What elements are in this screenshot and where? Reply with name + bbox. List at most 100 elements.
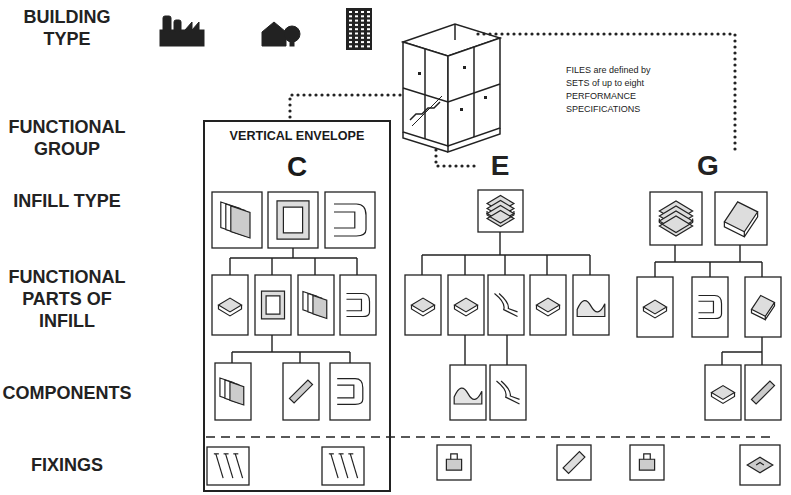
- icon-stroke: [751, 381, 774, 404]
- icon-stroke: [266, 296, 280, 314]
- tower-icon: [346, 8, 372, 50]
- factory-icon: [160, 16, 204, 46]
- window-mark: [355, 24, 358, 26]
- window-mark: [361, 28, 364, 30]
- row-label: INFILL TYPE: [0, 190, 134, 212]
- row-label: FIXINGS: [0, 454, 134, 476]
- row-label: BUILDING TYPE: [0, 6, 134, 50]
- icon-stroke: [283, 207, 302, 233]
- icon-card: [573, 275, 609, 335]
- group-letter: C: [205, 152, 389, 182]
- icon-stroke: [487, 211, 514, 223]
- window-mark: [367, 11, 370, 13]
- icon-stroke: [224, 453, 229, 454]
- icon-card: [637, 277, 673, 337]
- house-icon: [262, 22, 300, 46]
- icon-stroke: [454, 305, 477, 316]
- window-mark: [355, 15, 358, 17]
- icon-stroke: [261, 291, 284, 319]
- window-mark: [355, 37, 358, 39]
- icon-card: [437, 445, 471, 480]
- icon-stroke: [454, 298, 477, 312]
- window-mark: [361, 24, 364, 26]
- icon-card: [215, 363, 251, 420]
- icon-card: [330, 363, 370, 420]
- icon-stroke: [451, 454, 458, 459]
- window-mark: [361, 33, 364, 35]
- icon-card: [478, 190, 523, 232]
- window-mark: [349, 33, 352, 35]
- note-text: FILES are defined by SETS of up to eight…: [566, 64, 664, 116]
- window-mark: [367, 45, 370, 47]
- group-box: VERTICAL ENVELOPE C: [203, 120, 391, 492]
- window-mark: [349, 45, 352, 47]
- building-illustration: [403, 24, 500, 152]
- icon-card: [705, 365, 741, 420]
- icon-stroke: [494, 293, 517, 316]
- icon-stroke: [230, 382, 244, 405]
- icon-stroke: [231, 206, 250, 238]
- icon-stroke: [341, 454, 348, 478]
- icon-stroke: [501, 381, 519, 399]
- icon-card: [488, 275, 524, 335]
- icon-stroke: [329, 453, 334, 454]
- icon-stroke: [643, 307, 666, 318]
- window-mark: [349, 28, 352, 30]
- icon-cards: [207, 190, 781, 485]
- icon-stroke: [411, 305, 434, 316]
- icon-stroke: [496, 381, 519, 404]
- window-mark: [349, 24, 352, 26]
- icon-stroke: [214, 453, 219, 454]
- icon-stroke: [711, 393, 734, 404]
- icon-card: [715, 192, 767, 245]
- icon-card: [298, 275, 334, 335]
- window-mark: [361, 37, 364, 39]
- icon-stroke: [331, 454, 338, 478]
- icon-card: [530, 275, 566, 335]
- icon-stroke: [711, 386, 734, 400]
- icon-stroke: [536, 298, 559, 312]
- icon-stroke: [499, 293, 517, 311]
- icon-card: [740, 445, 780, 485]
- icon-stroke: [350, 454, 357, 478]
- icon-stroke: [643, 300, 666, 314]
- icon-stroke: [346, 299, 361, 311]
- icon-stroke: [235, 454, 242, 478]
- row-label: FUNCTIONAL PARTS OF INFILL: [0, 266, 134, 332]
- icon-stroke: [334, 212, 355, 228]
- icon-stroke: [346, 293, 369, 316]
- window-mark: [367, 15, 370, 17]
- icon-stroke: [233, 453, 238, 454]
- group-title: VERTICAL ENVELOPE: [205, 128, 389, 144]
- icon-card: [322, 447, 364, 485]
- window-mark: [361, 45, 364, 47]
- window-mark: [349, 11, 352, 13]
- icon-stroke: [577, 301, 605, 317]
- icon-card: [745, 365, 781, 420]
- window-mark: [367, 24, 370, 26]
- icon-stroke: [756, 462, 764, 465]
- window-mark: [355, 45, 358, 47]
- icon-card: [255, 275, 291, 335]
- window-mark: [361, 41, 364, 43]
- icon-stroke: [644, 454, 651, 459]
- dotted-link: [290, 34, 735, 166]
- icon-stroke: [487, 210, 514, 226]
- icon-stroke: [216, 454, 223, 478]
- icon-stroke: [337, 379, 363, 405]
- window-mark: [355, 33, 358, 35]
- window-mark: [367, 41, 370, 43]
- row-label: COMPONENTS: [0, 382, 134, 404]
- icon-stroke: [226, 454, 233, 478]
- icon-stroke: [563, 452, 585, 474]
- window-mark: [361, 11, 364, 13]
- icon-card: [340, 275, 376, 335]
- window-mark: [367, 37, 370, 39]
- icon-card: [212, 192, 262, 248]
- icon-card: [490, 365, 526, 420]
- icon-stroke: [348, 453, 353, 454]
- icon-card: [283, 363, 319, 420]
- icon-card: [650, 192, 702, 245]
- window-mark: [355, 41, 358, 43]
